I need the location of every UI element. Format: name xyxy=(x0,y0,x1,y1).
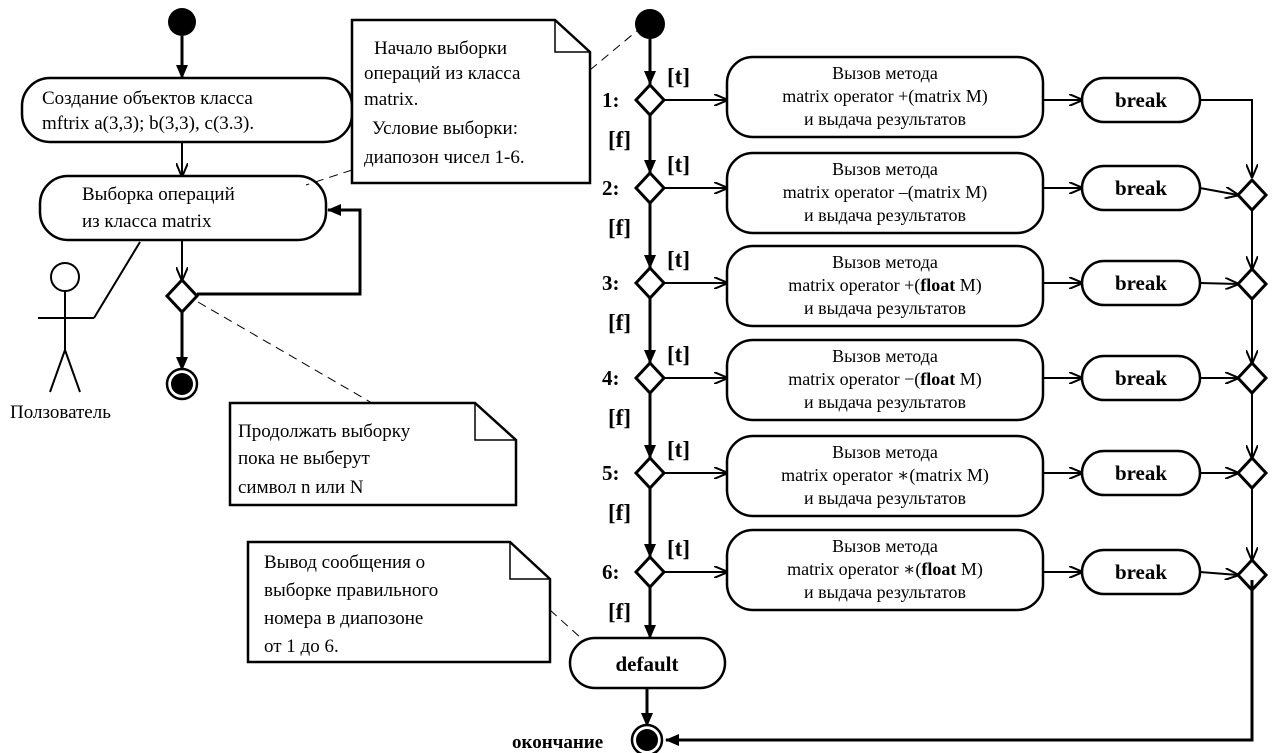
case-6-false-label: [f] xyxy=(608,599,631,624)
case-6-break-to-merge-edge xyxy=(1199,572,1238,575)
switch-cases: 1: [t] [f] Вызов метода matrix operator +(ma… xyxy=(602,55,1269,639)
note-top-dash-right xyxy=(589,29,639,71)
case-3-true-label: [t] xyxy=(667,247,690,272)
note-top-line4: Условие выборки: xyxy=(372,118,518,139)
case-3-break-label: break xyxy=(1115,271,1167,295)
create-box-line2: mftrix a(3,3); b(3,3), c(3.3). xyxy=(42,113,254,134)
case-4-break-label: break xyxy=(1115,366,1167,390)
loop-back-edge xyxy=(197,204,362,296)
case-2-number: 2: xyxy=(602,176,620,200)
case-1-method-title: Вызов метода xyxy=(832,63,938,83)
case-1-false-label: [f] xyxy=(608,127,631,152)
case-4-method-box xyxy=(725,338,1045,422)
note-bottom-line4: от 1 до 6. xyxy=(264,636,339,657)
actor-label: Ползователь xyxy=(10,402,111,423)
case-5-decision-diamond xyxy=(633,455,667,491)
left-end-node-core xyxy=(171,373,193,395)
case-6-decision-diamond xyxy=(633,554,667,590)
case-1-break-to-merge-edge xyxy=(1200,99,1252,177)
case-4-method-operator: matrix operator −(float M) xyxy=(788,369,982,390)
case-1-decision-diamond xyxy=(633,82,667,118)
merge-2-diamond xyxy=(1235,177,1269,213)
note-top xyxy=(350,18,592,185)
case-5-method-operator: matrix operator ∗(matrix M) xyxy=(781,465,989,486)
case-2-method-title: Вызов метода xyxy=(832,159,938,179)
case-4-method-result: и выдача результатов xyxy=(804,392,966,412)
merge-5-diamond xyxy=(1235,455,1269,491)
case-4-method-title: Вызов метода xyxy=(832,346,938,366)
case-1-method-operator: matrix operator +(matrix M) xyxy=(782,86,988,107)
note-top-line5: диапозон чисел 1-6. xyxy=(364,147,525,168)
case-4-decision-diamond xyxy=(633,360,667,396)
right-start-node xyxy=(635,9,665,39)
note-middle-line3: символ n или N xyxy=(238,477,364,498)
note-middle-line2: пока не выберут xyxy=(238,448,370,469)
actor-link xyxy=(93,241,141,319)
case-1-true-label: [t] xyxy=(667,64,690,89)
case-4-number: 4: xyxy=(602,366,620,390)
case-6-method-box xyxy=(725,528,1045,612)
case-3-method-result: и выдача результатов xyxy=(804,298,966,318)
case-3-break-to-merge-edge xyxy=(1199,283,1238,284)
case-4-true-label: [t] xyxy=(667,342,690,367)
note-middle-dash xyxy=(197,301,373,404)
end-label: окончание xyxy=(512,732,603,753)
case-2-break-to-merge-edge xyxy=(1199,188,1238,195)
case-3-decision-diamond xyxy=(633,265,667,301)
case-3-number: 3: xyxy=(602,271,620,295)
right-end-node-core xyxy=(636,729,658,751)
case-6-true-label: [t] xyxy=(667,536,690,561)
case-5-method-result: и выдача результатов xyxy=(804,488,966,508)
case-1-method-result: и выдача результатов xyxy=(804,109,966,129)
case-4-false-label: [f] xyxy=(608,405,631,430)
case-6-method-operator: matrix operator ∗(float M) xyxy=(787,559,983,580)
case-6-number: 6: xyxy=(602,560,620,584)
case-2-true-label: [t] xyxy=(667,152,690,177)
left-start-node xyxy=(168,8,196,36)
select-box-line2: из класса matrix xyxy=(82,211,212,232)
case-2-method-operator: matrix operator –(matrix M) xyxy=(783,182,987,203)
note-bottom-line1: Вывод сообщения о xyxy=(264,552,425,573)
case-2-break-label: break xyxy=(1115,176,1167,200)
case-5-true-label: [t] xyxy=(667,437,690,462)
note-middle-line1: Продолжать выборку xyxy=(238,421,411,442)
case-5-method-box xyxy=(725,434,1045,518)
case-2-decision-diamond xyxy=(633,170,667,206)
note-middle xyxy=(228,401,518,507)
case-3-method-operator: matrix operator +(float M) xyxy=(788,275,982,296)
select-box-line1: Выборка операций xyxy=(82,184,235,205)
note-bottom-line3: номера в диапозоне xyxy=(264,608,423,629)
case-3-false-label: [f] xyxy=(608,310,631,335)
note-top-line2: операций из класса xyxy=(364,63,521,84)
case-5-method-title: Вызов метода xyxy=(832,442,938,462)
merge-to-end-edge xyxy=(665,580,1254,746)
case-2-false-label: [f] xyxy=(608,215,631,240)
note-top-line3: matrix. xyxy=(364,89,418,110)
case-3-method-title: Вызов метода xyxy=(832,252,938,272)
note-bottom-line2: выборке правильного xyxy=(264,580,438,601)
case-1-method-box xyxy=(725,55,1045,139)
case-3-method-box xyxy=(725,244,1045,328)
default-label: default xyxy=(616,652,679,676)
case-6-method-title: Вызов метода xyxy=(832,536,938,556)
case-5-false-label: [f] xyxy=(608,500,631,525)
case-1-break-label: break xyxy=(1115,88,1167,112)
note-bottom xyxy=(246,540,552,664)
actor-icon xyxy=(38,262,94,393)
note-top-dash-left xyxy=(305,169,353,186)
loop-decision-diamond xyxy=(164,277,200,315)
case-6-method-result: и выдача результатов xyxy=(804,582,966,602)
merge-3-diamond xyxy=(1235,266,1269,302)
note-top-line1: Начало выборки xyxy=(374,38,507,59)
case-6-break-label: break xyxy=(1115,560,1167,584)
create-box-line1: Создание объектов класса xyxy=(42,88,253,109)
case-2-method-result: и выдача результатов xyxy=(804,205,966,225)
case-1-number: 1: xyxy=(602,88,620,112)
case-5-break-label: break xyxy=(1115,461,1167,485)
case-5-number: 5: xyxy=(602,461,620,485)
case-2-method-box xyxy=(725,151,1045,235)
merge-4-diamond xyxy=(1235,360,1269,396)
